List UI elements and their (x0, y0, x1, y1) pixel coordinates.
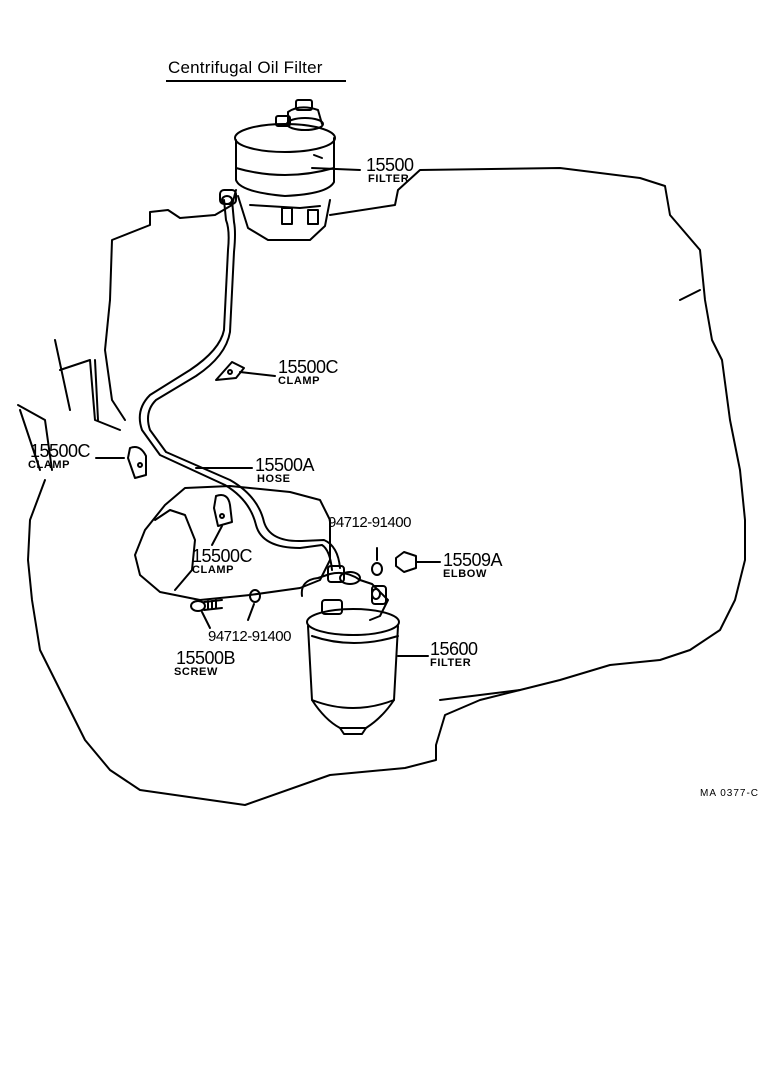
callout-clamp-lower-name: CLAMP (192, 564, 235, 576)
clamp-upper-drawing (215, 361, 276, 381)
engine-block-outline (17, 167, 746, 806)
callout-filter-bottom-name: FILTER (430, 657, 472, 669)
screw-drawing (190, 589, 261, 629)
cartridge-filter-drawing (300, 571, 429, 735)
callout-screw-name: SCREW (174, 666, 218, 678)
callout-filter-top-number: 15500 (366, 155, 414, 175)
clamp-left-drawing (95, 446, 147, 479)
callout-clamp-left-name: CLAMP (28, 459, 71, 471)
callout-elbow-number: 15509A (443, 550, 503, 570)
diagram-title: Centrifugal Oil Filter (168, 58, 323, 77)
clamp-lower-drawing (211, 494, 233, 546)
washer-right-drawing (371, 547, 383, 576)
elbow-drawing (395, 551, 441, 573)
title-underline (166, 80, 346, 82)
callout-elbow-name: ELBOW (443, 568, 487, 580)
callout-washer-lower-number: 94712-91400 (208, 628, 291, 645)
callout-clamp-left-number: 15500C (30, 441, 91, 461)
callout-washer-right-number: 94712-91400 (328, 514, 411, 531)
drawing-code: MA 0377-C (700, 788, 760, 799)
hose-drawing (138, 189, 345, 583)
centrifugal-filter-drawing (234, 99, 361, 241)
callout-clamp-lower-number: 15500C (192, 546, 253, 566)
callout-clamp-upper-name: CLAMP (278, 375, 321, 387)
callout-screw-number: 15500B (176, 648, 236, 668)
callout-hose-number: 15500A (255, 455, 315, 475)
callout-clamp-upper-number: 15500C (278, 357, 339, 377)
callout-hose-name: HOSE (257, 473, 291, 485)
callout-filter-top-name: FILTER (368, 173, 410, 185)
callout-filter-bottom-number: 15600 (430, 639, 478, 659)
